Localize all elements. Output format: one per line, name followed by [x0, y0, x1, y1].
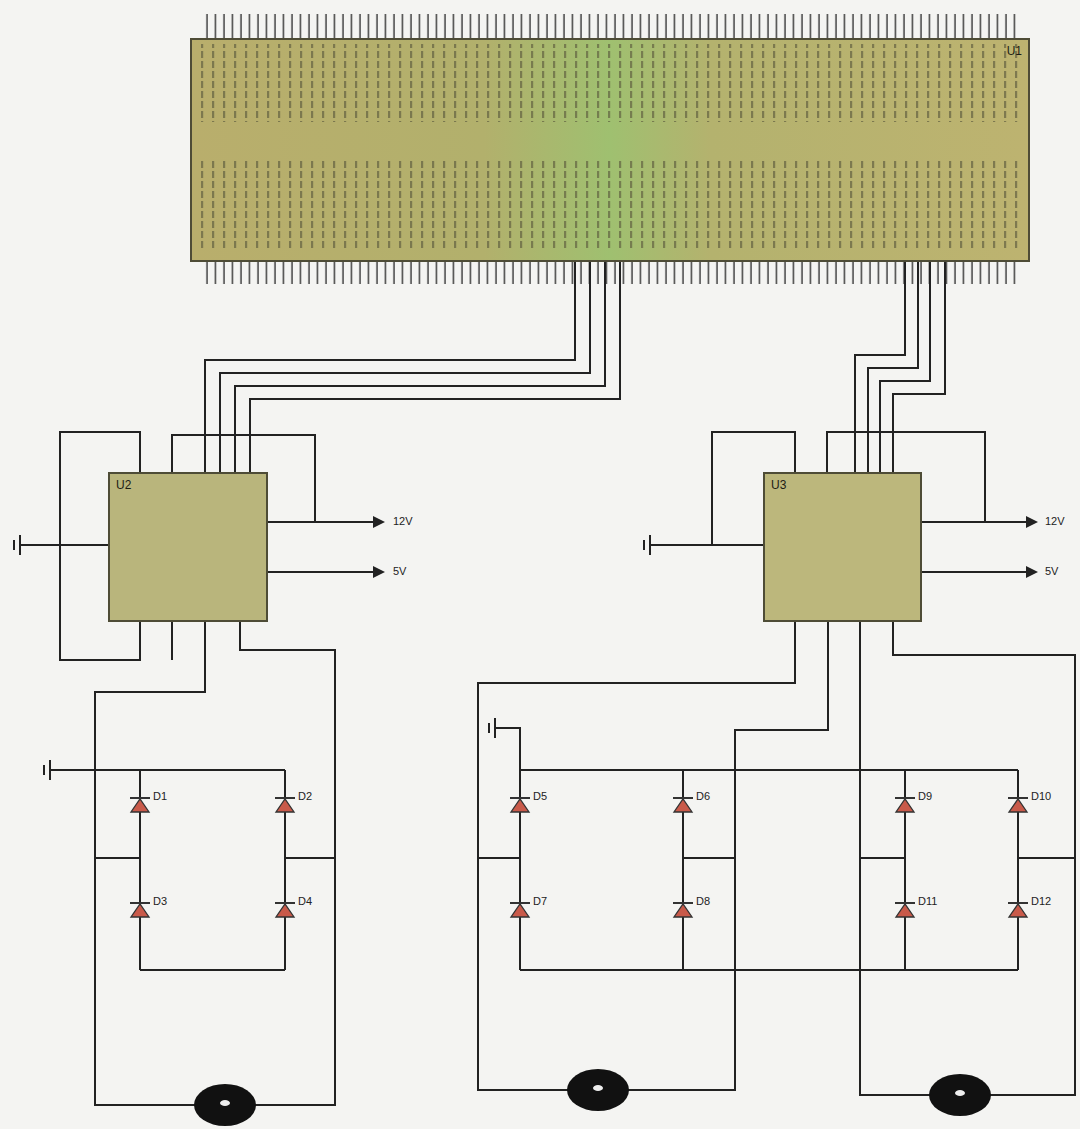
supply-label: 12V	[392, 515, 414, 528]
supply-label: 12V	[1044, 515, 1066, 528]
chip-reference: U1	[1007, 44, 1022, 58]
pin-text-texture	[200, 44, 1020, 122]
motor-driver-chip: U3	[763, 472, 922, 622]
diode-reference: D3	[152, 895, 168, 908]
diode-reference: D8	[695, 895, 711, 908]
supply-label: 5V	[392, 565, 407, 578]
signal-wire	[880, 262, 930, 472]
signal-wire	[220, 262, 590, 472]
motor-driver-chip: U2	[108, 472, 268, 622]
signal-wire	[893, 262, 945, 472]
diode-reference: D7	[532, 895, 548, 908]
mcu-bottom-pins	[200, 262, 1020, 284]
supply-label: 5V	[1044, 565, 1059, 578]
signal-wire	[205, 262, 575, 472]
diode-reference: D5	[532, 790, 548, 803]
microcontroller-chip: U1	[190, 38, 1030, 262]
diode-reference: D4	[297, 895, 313, 908]
mcu-top-pins	[200, 14, 1020, 38]
diode-reference: D2	[297, 790, 313, 803]
motor-symbols	[194, 1069, 991, 1126]
diode-reference: D11	[917, 895, 938, 908]
diode-reference: D10	[1030, 790, 1052, 803]
diode-reference: D6	[695, 790, 711, 803]
diode-symbols	[130, 798, 1028, 917]
diode-reference: D1	[152, 790, 168, 803]
arrow-heads	[373, 516, 1038, 578]
driver-fill	[763, 472, 922, 622]
diode-reference: D12	[1030, 895, 1052, 908]
mcu-body-fill	[190, 38, 1030, 262]
diode-reference: D9	[917, 790, 933, 803]
pin-text-texture	[200, 160, 1020, 250]
signal-wire	[250, 262, 620, 472]
chip-reference: U2	[116, 478, 131, 492]
chip-reference: U3	[771, 478, 786, 492]
signal-wire	[235, 262, 605, 472]
driver-fill	[108, 472, 268, 622]
wiring	[14, 432, 1075, 1105]
